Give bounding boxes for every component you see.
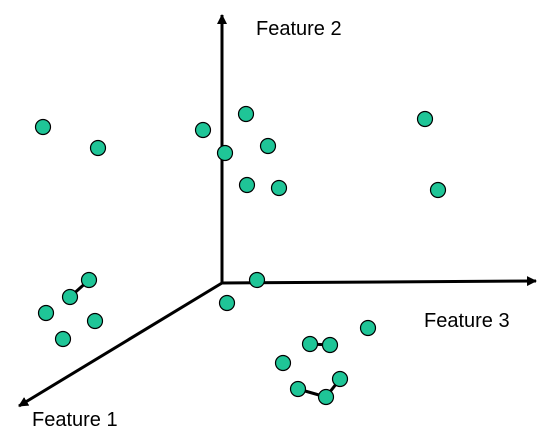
data-point — [37, 304, 55, 322]
data-point — [416, 110, 434, 128]
axis-feature-1 — [18, 281, 223, 408]
data-point — [317, 388, 335, 406]
data-point — [61, 288, 79, 306]
axes — [18, 14, 537, 408]
data-point — [274, 354, 292, 372]
data-point — [216, 144, 234, 162]
data-point — [218, 294, 236, 312]
data-point — [194, 121, 212, 139]
data-point — [80, 271, 98, 289]
data-point — [54, 330, 72, 348]
axis-feature-3 — [221, 276, 537, 287]
data-point — [359, 319, 377, 337]
axis-label-feature-2: Feature 2 — [256, 18, 342, 40]
data-point — [321, 336, 339, 354]
data-point — [301, 335, 319, 353]
data-point — [429, 181, 447, 199]
data-point — [270, 179, 288, 197]
links — [68, 278, 342, 399]
axis-label-feature-1: Feature 1 — [32, 409, 118, 431]
axis-label-feature-3: Feature 3 — [424, 310, 510, 332]
data-point — [248, 271, 266, 289]
data-point — [89, 139, 107, 157]
data-point — [34, 118, 52, 136]
data-point — [238, 176, 256, 194]
points — [34, 105, 447, 406]
data-point — [237, 105, 255, 123]
data-point — [259, 137, 277, 155]
data-point — [86, 312, 104, 330]
data-point — [289, 380, 307, 398]
data-point — [331, 370, 349, 388]
